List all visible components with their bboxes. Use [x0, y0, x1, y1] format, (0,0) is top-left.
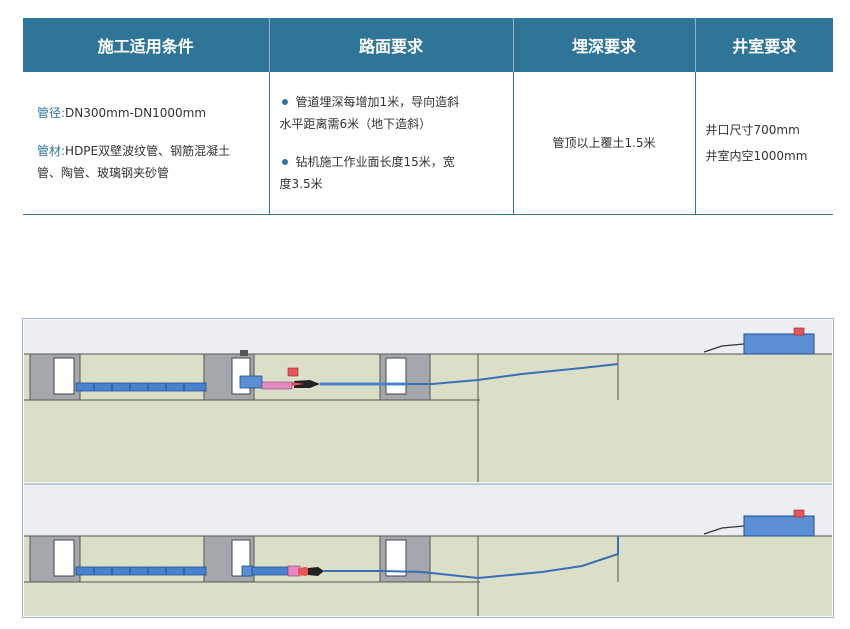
- cell-well-requirements: 井口尺寸700mm 井室内空1000mm: [694, 72, 833, 215]
- road-item-2-line-1: 钻机施工作业面长度15米，宽: [295, 155, 455, 169]
- diagram-panel-upper: [24, 320, 832, 482]
- drilling-rig-upper: [703, 327, 815, 355]
- pipe-diameter-line: 管径:DN300mm-DN1000mm: [37, 102, 259, 124]
- well-chamber-3: [379, 353, 431, 401]
- pipe-jacking-machine-lower: [241, 565, 324, 577]
- header-road-requirements: 路面要求: [268, 18, 513, 72]
- bullet-dot-icon: [281, 159, 288, 165]
- cell-road-requirements: 管道埋深每增加1米，导向造斜 水平距离需6米（地下造斜） 钻机施工作业面长度15…: [268, 72, 513, 215]
- header-construction-conditions: 施工适用条件: [23, 18, 269, 72]
- bullet-dot-icon: [281, 99, 288, 105]
- drilling-rig-lower: [703, 509, 815, 537]
- well-opening-size: 井口尺寸700mm: [705, 123, 800, 137]
- well-inner-space: 井室内空1000mm: [705, 149, 808, 163]
- road-requirement-item-2: 钻机施工作业面长度15米，宽 度3.5米: [280, 151, 503, 195]
- construction-spec-table: 施工适用条件 路面要求 埋深要求 井室要求 管径:DN300mm-DN1000m…: [23, 18, 833, 215]
- road-item-2-line-2: 度3.5米: [279, 177, 323, 191]
- well-chamber-6: [379, 535, 431, 583]
- road-item-1-line-1: 管道埋深每增加1米，导向造斜: [295, 95, 460, 109]
- pipe-material-value-2: 管、陶管、玻璃钢夹砂管: [37, 166, 170, 180]
- table-row: 管径:DN300mm-DN1000mm 管材:HDPE双壁波纹管、钢筋混凝土 管…: [23, 72, 833, 215]
- road-requirement-item-1: 管道埋深每增加1米，导向造斜 水平距离需6米（地下造斜）: [280, 91, 503, 135]
- pipe-material-key: 管材:: [37, 144, 66, 158]
- guided-bore-path-upper: [408, 363, 619, 385]
- pipe-jacking-machine-upper: [239, 350, 408, 390]
- table-header-row: 施工适用条件 路面要求 埋深要求 井室要求: [23, 18, 833, 72]
- construction-diagram: [22, 318, 834, 618]
- guided-bore-path-lower: [324, 536, 619, 580]
- pipe-material-line: 管材:HDPE双壁波纹管、钢筋混凝土: [37, 140, 259, 162]
- pipe-diameter-value: DN300mm-DN1000mm: [65, 106, 207, 120]
- pipe-diameter-key: 管径:: [37, 106, 66, 120]
- diagram-panel-lower: [24, 483, 832, 616]
- cell-depth-requirements: 管顶以上覆土1.5米: [512, 72, 695, 215]
- well-chamber-4: [29, 535, 81, 583]
- well-chamber-1: [29, 353, 81, 401]
- pipe-material-value-1: HDPE双壁波纹管、钢筋混凝土: [65, 144, 231, 158]
- header-depth-requirements: 埋深要求: [512, 18, 695, 72]
- road-item-1-line-2: 水平距离需6米（地下造斜）: [279, 117, 432, 131]
- header-well-requirements: 井室要求: [694, 18, 833, 72]
- pipe-segments-upper: [75, 382, 207, 392]
- cell-construction-conditions: 管径:DN300mm-DN1000mm 管材:HDPE双壁波纹管、钢筋混凝土 管…: [23, 72, 269, 215]
- pipe-segments-lower: [75, 566, 207, 576]
